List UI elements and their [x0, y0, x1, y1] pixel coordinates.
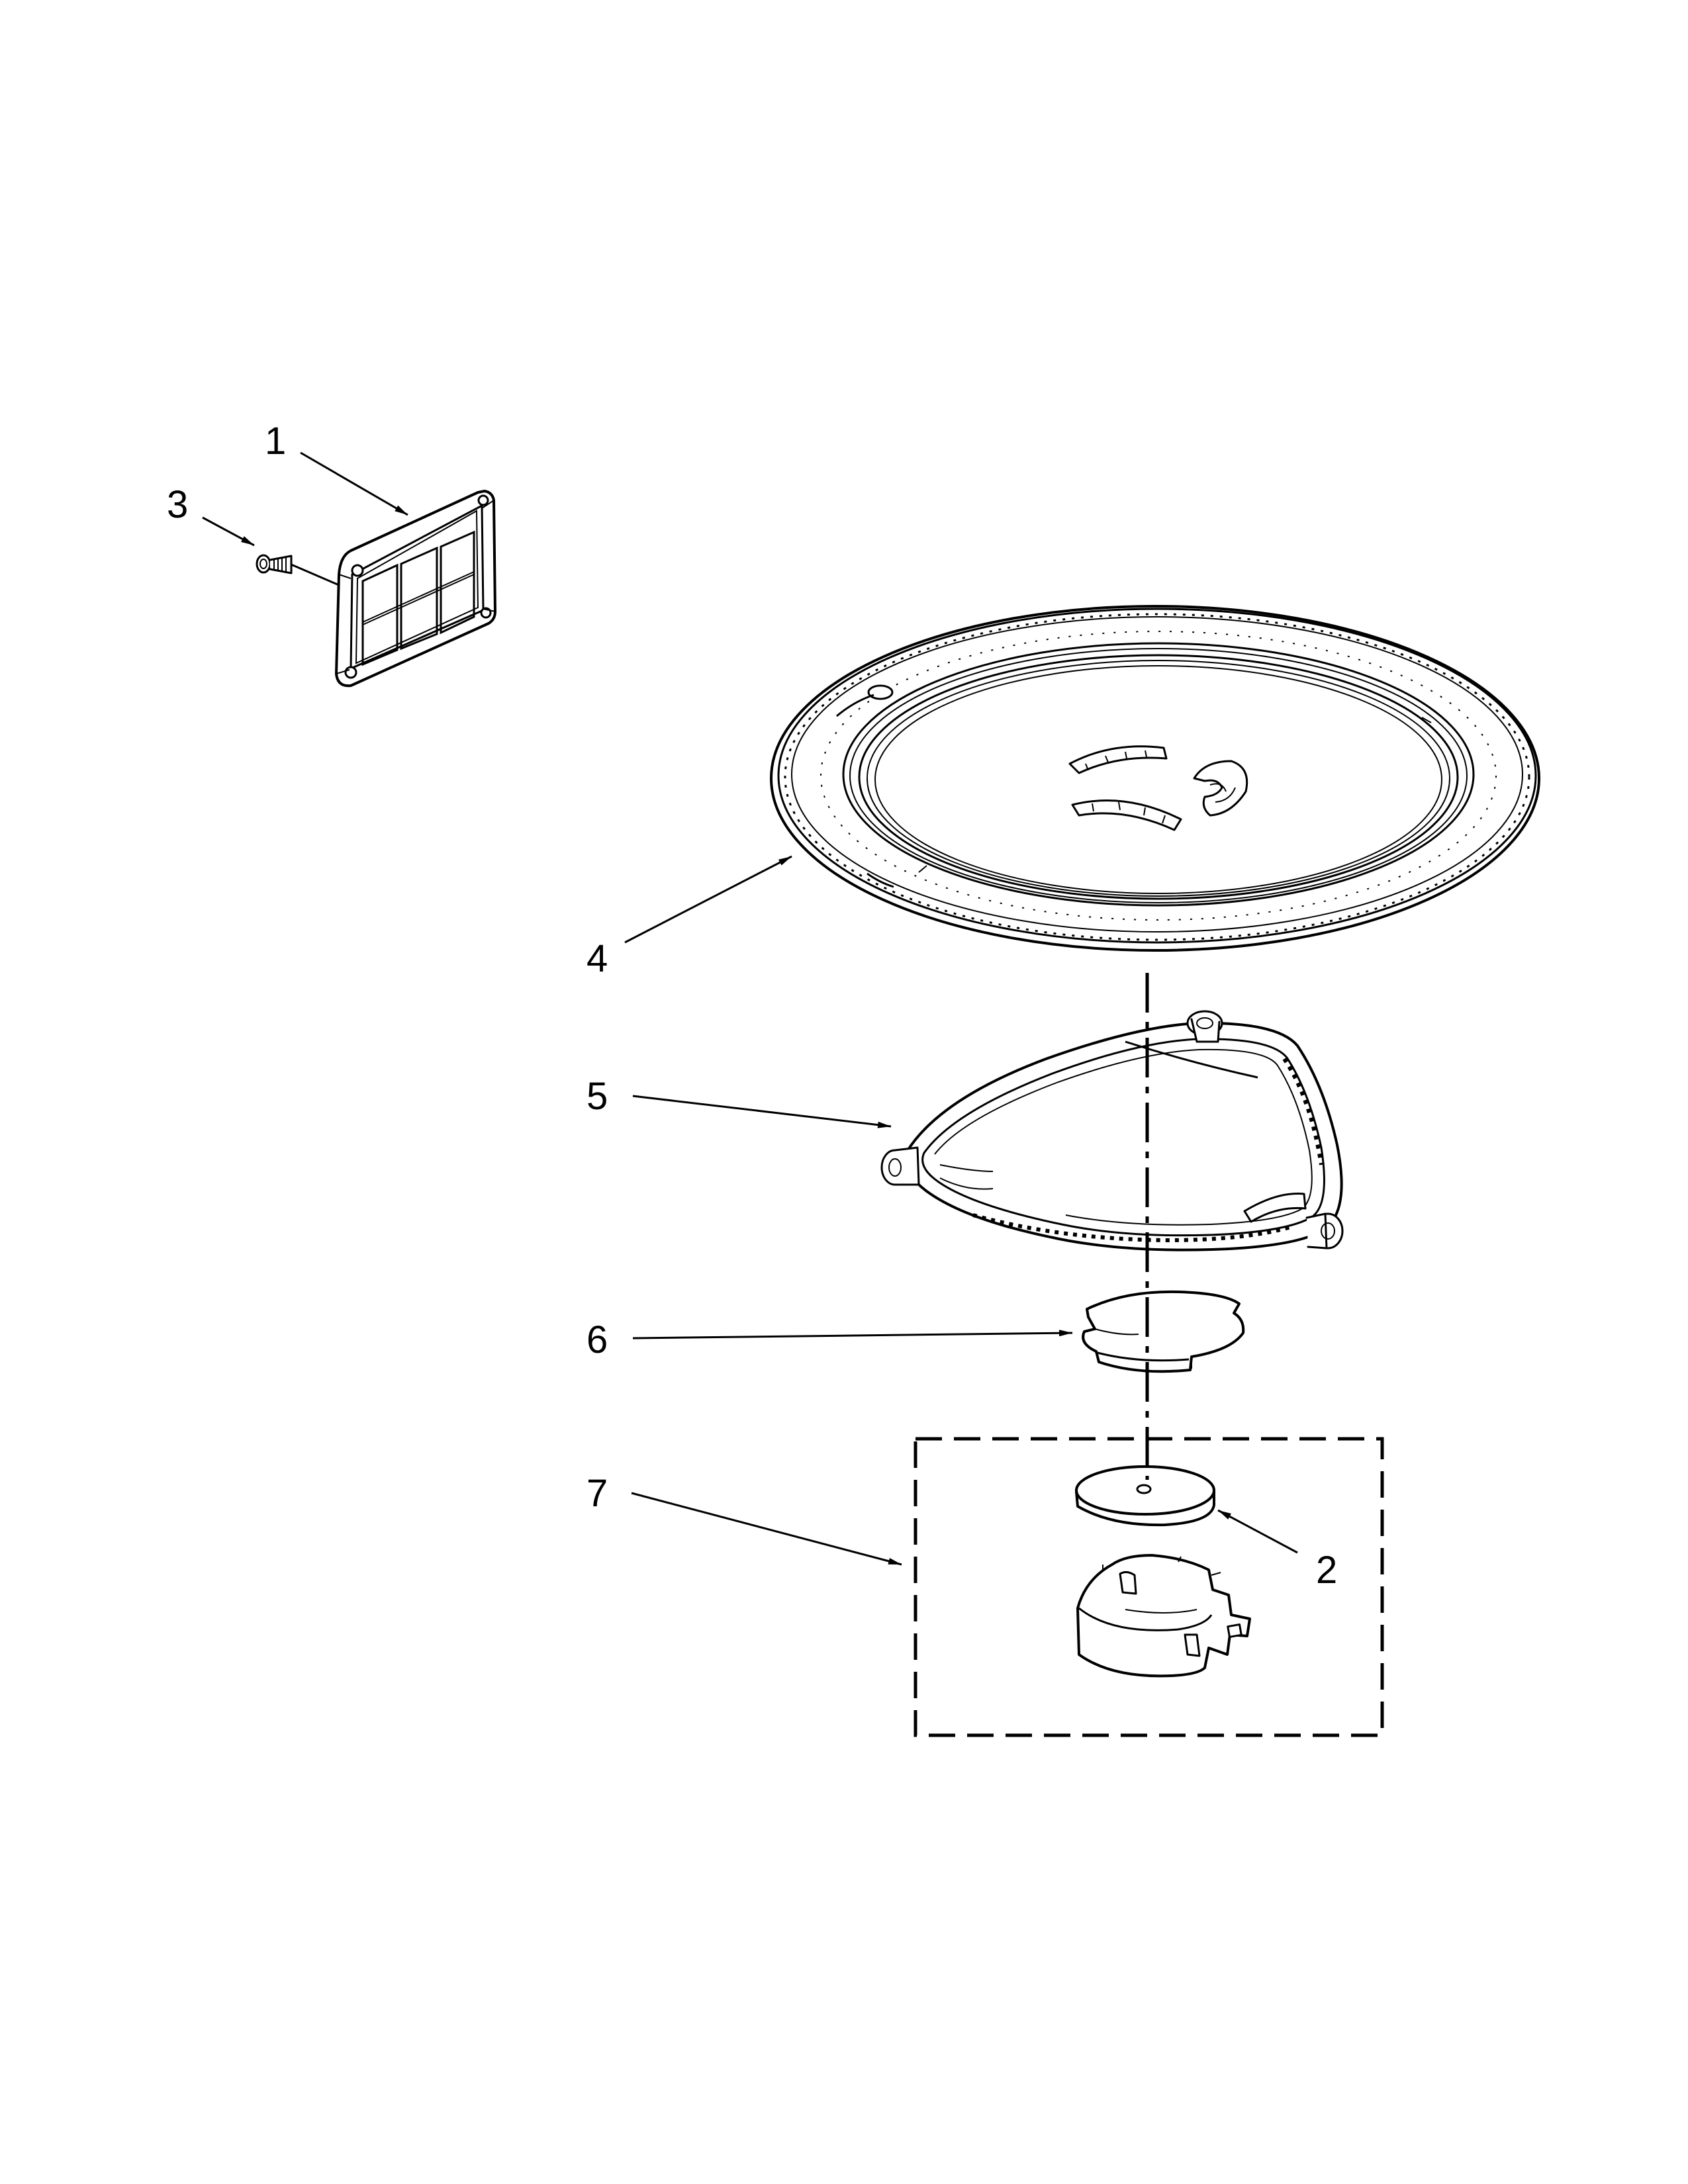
callout-2: 2 — [1316, 1549, 1337, 1592]
motor-cover-disc-part — [1075, 1465, 1215, 1527]
grease-filter-part — [335, 490, 496, 688]
roller-ring-part — [880, 1010, 1344, 1251]
leader-lines — [202, 451, 1298, 1566]
coupler-part — [1082, 1290, 1245, 1373]
motor-assembly-box — [914, 1437, 1384, 1737]
callout-1: 1 — [265, 420, 286, 463]
callout-3: 3 — [167, 483, 188, 526]
turntable-tray-part — [770, 605, 1540, 952]
callout-7: 7 — [586, 1472, 608, 1515]
callout-6: 6 — [586, 1318, 608, 1361]
callout-5: 5 — [586, 1075, 608, 1118]
turntable-motor-part — [1076, 1554, 1251, 1678]
callout-4: 4 — [586, 937, 608, 980]
callout-labels: 1 2 3 4 5 6 7 — [167, 420, 1337, 1592]
screw-part — [256, 554, 340, 586]
